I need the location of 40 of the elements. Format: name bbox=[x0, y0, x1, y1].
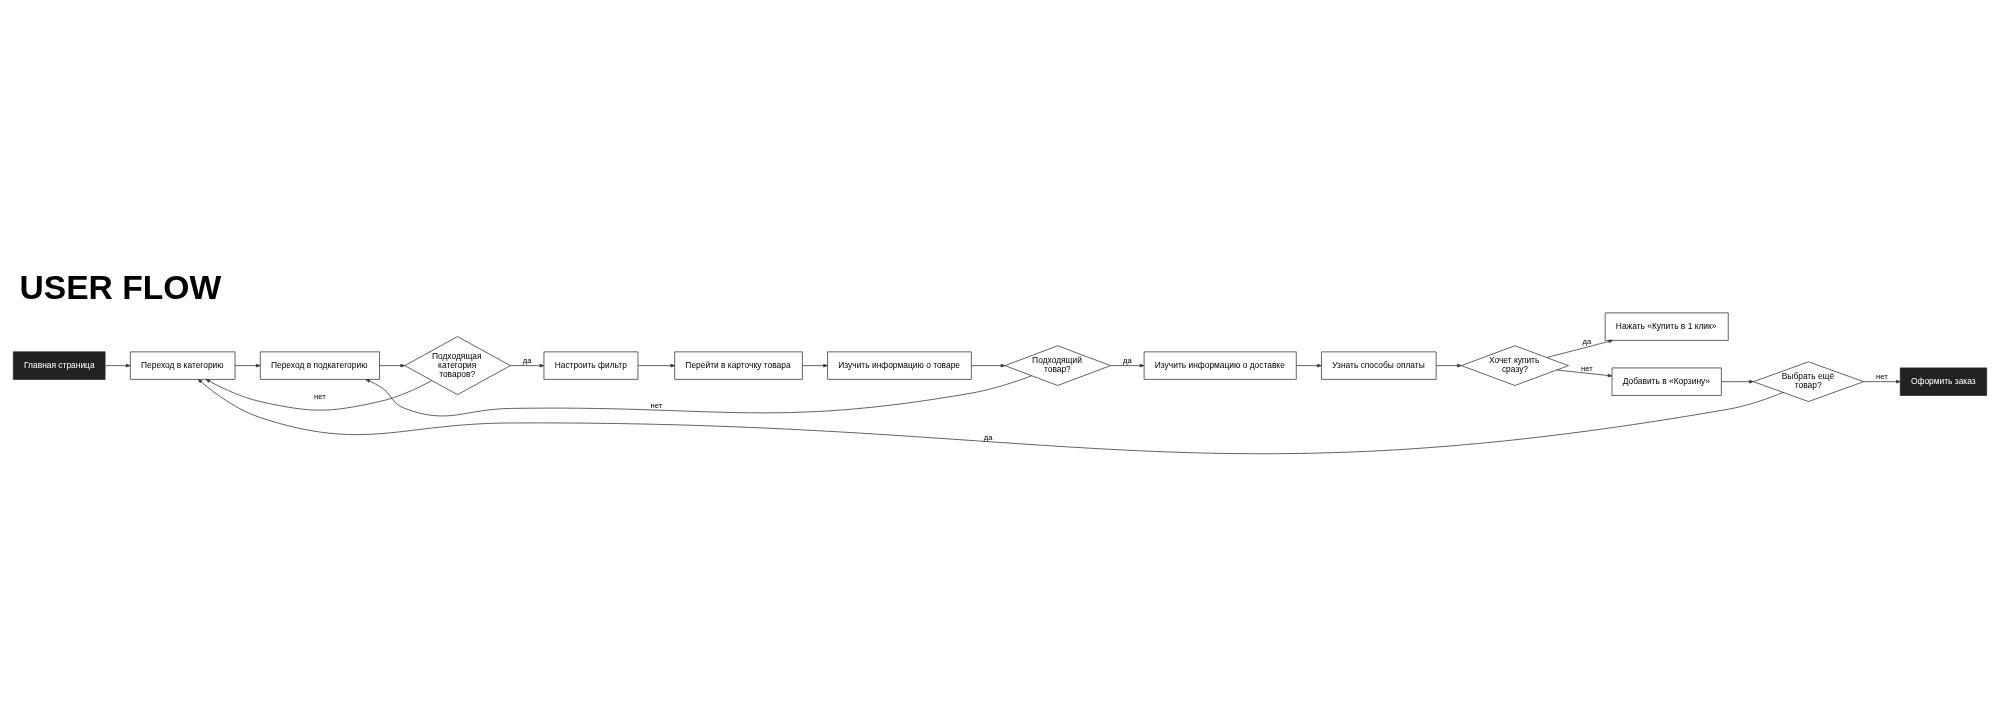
edge-label: нет bbox=[650, 400, 663, 410]
edge-label: нет bbox=[1580, 363, 1593, 373]
arrow bbox=[105, 363, 131, 367]
node-diamond: Хочет купить сразу? bbox=[1461, 344, 1569, 386]
arrow bbox=[1556, 369, 1613, 377]
edge-label: да bbox=[522, 355, 532, 365]
node-box: Изучить информацию о товаре bbox=[827, 351, 972, 380]
arrow bbox=[802, 363, 828, 367]
edge-label: да bbox=[983, 432, 993, 442]
node-diamond: Выбрать ещё товар? bbox=[1753, 360, 1864, 402]
arrow bbox=[1435, 363, 1462, 367]
arrow bbox=[971, 363, 1006, 367]
node-box: Изучить информацию о доставке bbox=[1143, 351, 1297, 380]
node-box: Оформить заказ bbox=[1899, 367, 1988, 396]
node-box: Переход в категорию bbox=[129, 351, 236, 380]
arrow bbox=[365, 374, 1032, 416]
node-box: Переход в подкатегорию bbox=[259, 351, 380, 380]
arrow bbox=[1863, 379, 1901, 383]
arrow bbox=[1721, 379, 1754, 383]
node-diamond: Подходящий товар? bbox=[1004, 344, 1111, 386]
node-box: Настроить фильтр bbox=[543, 351, 639, 380]
edge-label: нет bbox=[314, 391, 326, 401]
arrow bbox=[205, 378, 433, 411]
arrow bbox=[197, 378, 1784, 454]
node-diamond: Подходящая категория товаров? bbox=[404, 335, 511, 395]
node-box: Узнать способы оплаты bbox=[1321, 351, 1437, 380]
edge-label: да bbox=[1122, 355, 1132, 365]
node-box: Перейти в карточку товара bbox=[674, 351, 803, 380]
arrow bbox=[1295, 363, 1322, 367]
node-box: Главная страница bbox=[12, 351, 106, 380]
arrow bbox=[1546, 339, 1614, 358]
edge-label: да bbox=[1582, 336, 1592, 346]
arrow bbox=[234, 363, 261, 367]
diagram-title: USER FLOW bbox=[19, 268, 222, 306]
arrow bbox=[1110, 363, 1145, 367]
arrow bbox=[637, 363, 676, 367]
node-box: Добавить в «Корзину» bbox=[1611, 367, 1722, 396]
arrow bbox=[379, 363, 405, 367]
arrow bbox=[510, 363, 545, 367]
edge-label: нет bbox=[1876, 371, 1888, 381]
